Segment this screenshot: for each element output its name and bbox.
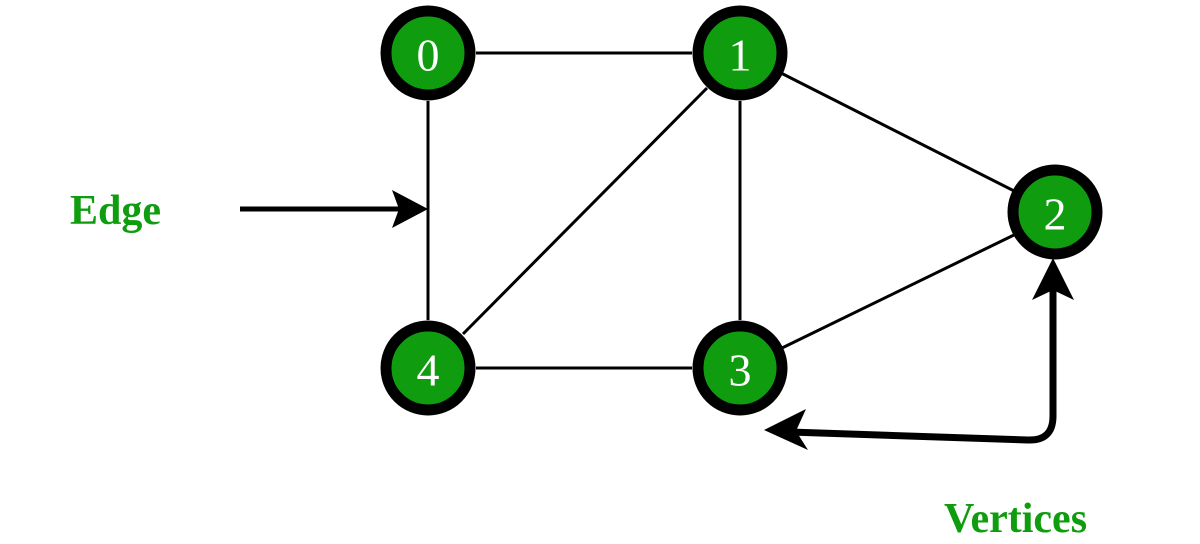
vertices-pointer-arrowhead-to-vertex-3 [764, 409, 808, 450]
vertex-4-label: 4 [417, 345, 440, 396]
vertex-0-circle[interactable] [380, 5, 476, 101]
vertex-3-label: 3 [729, 345, 752, 396]
edge-annotation: Edge [70, 188, 428, 234]
vertex-group: 0 1 2 3 4 [380, 5, 1103, 416]
edge-annotation-label: Edge [70, 188, 161, 234]
vertex-2-circle[interactable] [1007, 164, 1103, 260]
edge-3-2 [781, 232, 1017, 350]
edge-1-4 [461, 86, 709, 336]
edge-group [426, 51, 1019, 370]
vertices-pointer-arrow [764, 258, 1074, 450]
vertex-2[interactable]: 2 [1007, 164, 1103, 260]
edge-pointer-arrow [240, 190, 428, 228]
vertex-1-circle[interactable] [692, 5, 788, 101]
vertex-3[interactable]: 3 [692, 320, 788, 416]
vertex-0[interactable]: 0 [380, 5, 476, 101]
vertices-annotation: Vertices [764, 258, 1087, 542]
vertex-0-label: 0 [417, 30, 440, 81]
vertex-1[interactable]: 1 [692, 5, 788, 101]
vertex-4-circle[interactable] [380, 320, 476, 416]
vertices-pointer-arrowhead-to-vertex-2 [1032, 258, 1074, 300]
vertex-3-circle[interactable] [692, 320, 788, 416]
vertices-pointer-arrow-shaft-horizontal [789, 278, 1057, 444]
vertex-4[interactable]: 4 [380, 320, 476, 416]
vertices-annotation-label: Vertices [944, 496, 1087, 542]
edge-1-2 [778, 70, 1019, 195]
vertex-2-label: 2 [1044, 189, 1067, 240]
edge-pointer-arrow-head [392, 190, 428, 228]
vertex-1-label: 1 [729, 30, 752, 81]
